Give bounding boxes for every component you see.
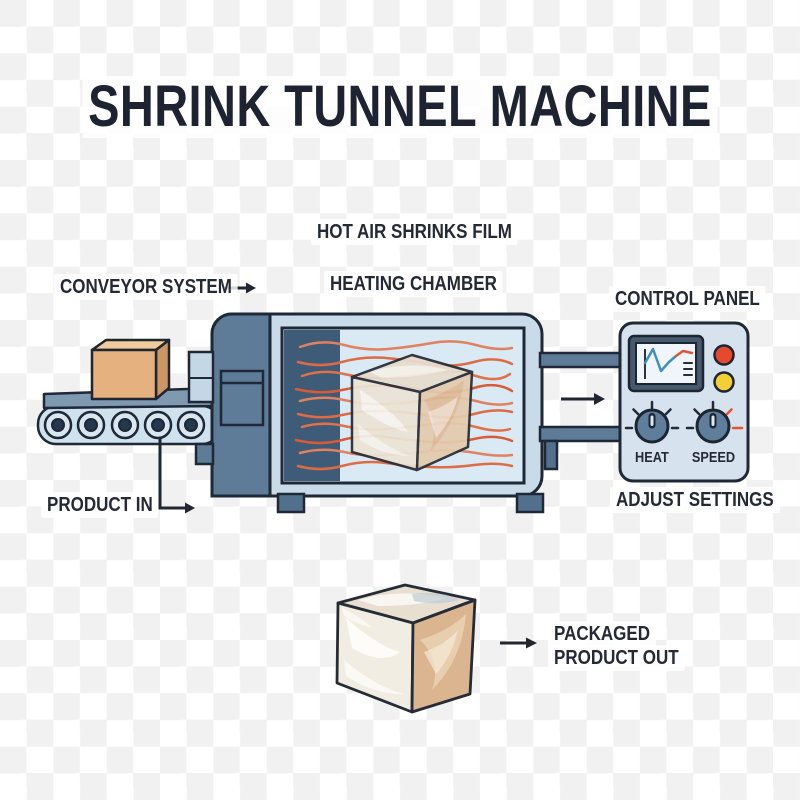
chamber-dark-band <box>284 330 340 481</box>
speed-redline-ticks <box>725 408 744 430</box>
machine-leg-left <box>276 492 306 514</box>
label-speed-knob-row: SPEED <box>673 449 753 467</box>
label-hot-air-shrinks-film: HOT AIR SHRINKS FILM <box>311 219 518 245</box>
label-control-panel: CONTROL PANEL <box>609 286 766 312</box>
page-title: SHRINK TUNNEL MACHINE <box>82 76 718 138</box>
label-speed: SPEED <box>691 449 735 466</box>
heat-knob <box>624 400 680 444</box>
conveyor-rollers <box>43 410 206 440</box>
product-box <box>90 338 171 401</box>
machine-leg-right <box>515 492 545 514</box>
shrink-wrapped-product <box>350 353 474 472</box>
label-product-in: PRODUCT IN <box>41 492 159 518</box>
exit-conveyor <box>538 351 622 471</box>
entrance-panel <box>219 369 265 427</box>
label-packaged-product-out: PACKAGED PRODUCT OUT <box>548 621 685 671</box>
label-conveyor-system: CONVEYOR SYSTEM <box>54 274 238 300</box>
red-indicator-button <box>713 344 735 366</box>
tunnel-machine <box>187 312 545 514</box>
panel-screen <box>627 334 705 393</box>
speed-knob <box>685 400 744 444</box>
label-adjust-settings: ADJUST SETTINGS <box>610 487 780 513</box>
label-heat: HEAT <box>635 449 669 466</box>
packaged-product <box>335 583 477 714</box>
product-in-arrow-icon <box>158 438 195 514</box>
control-panel-illustration <box>618 321 750 483</box>
packaged-out-arrow-icon <box>500 637 537 649</box>
label-heating-chamber: HEATING CHAMBER <box>324 271 503 297</box>
label-heat-knob-row: HEAT <box>612 449 692 467</box>
page-title-row: SHRINK TUNNEL MACHINE <box>0 76 800 138</box>
yellow-indicator-button <box>713 371 735 393</box>
flow-arrow-icon <box>561 393 605 405</box>
